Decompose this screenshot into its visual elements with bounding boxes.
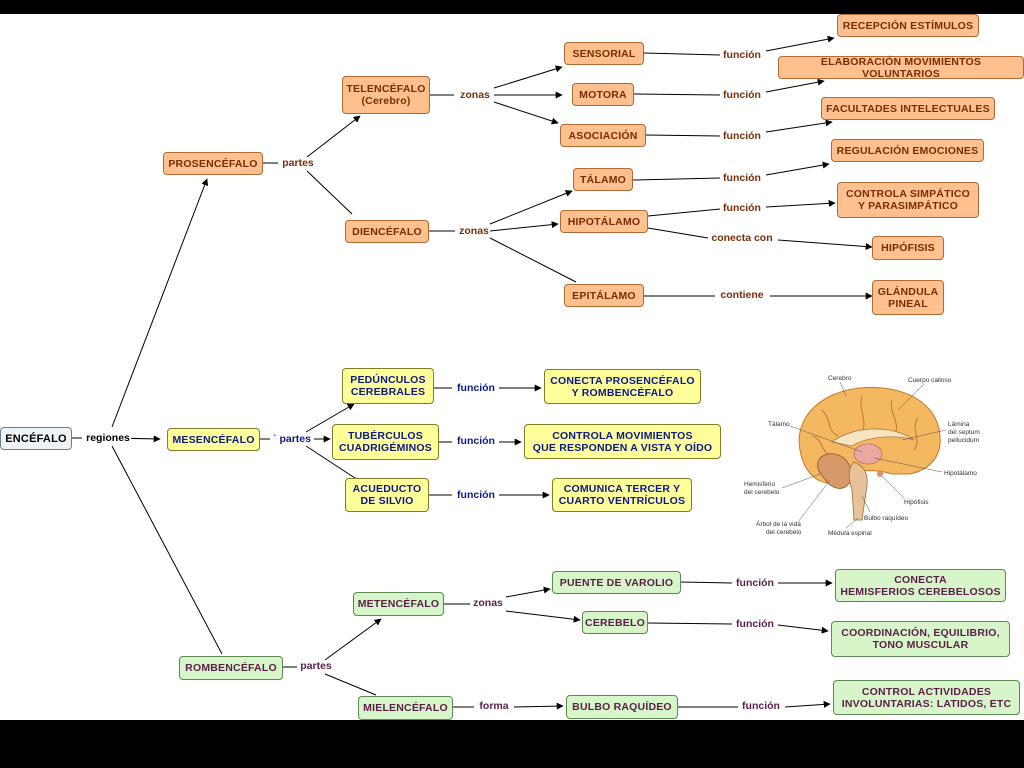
brain-illustration: Cerebro Cuerpo calloso Tálamo Lámina del…: [744, 375, 980, 537]
node-diencefalo[interactable]: DIENCÉFALO: [345, 220, 429, 243]
link-label-funcion: función: [722, 89, 762, 101]
brain-label-lamina: del septum: [948, 429, 980, 436]
brain-label-arbol: Árbol de la vida: [756, 519, 801, 528]
link-label-contiene: contiene: [719, 289, 765, 301]
link-label-funcion: función: [456, 489, 496, 501]
brain-label-arbol: del cerebelo: [766, 529, 802, 536]
brain-label-hemisferio: del cerebelo: [744, 489, 780, 496]
node-glandula[interactable]: GLÁNDULA PINEAL: [872, 280, 944, 315]
brain-label-hipofisis: Hipófisis: [904, 499, 929, 506]
link-label-funcion: función: [735, 577, 775, 589]
cerebellum-shape: [817, 453, 852, 489]
brain-label-hipotalamo: Hipotálamo: [944, 470, 977, 477]
link-label-partes: ` partes: [272, 433, 312, 445]
link-label-funcion: función: [722, 49, 762, 61]
brain-label-hemisferio: Hemisferio: [744, 481, 775, 488]
node-cerebelo[interactable]: CEREBELO: [582, 611, 648, 634]
node-asociacion[interactable]: ASOCIACIÓN: [560, 124, 646, 147]
link-label-zonas: zonas: [458, 225, 490, 237]
node-coordinacion[interactable]: COORDINACIÓN, EQUILIBRIO, TONO MUSCULAR: [831, 621, 1010, 657]
brain-label-cerebro: Cerebro: [828, 375, 852, 382]
brain-label-bulbo: Bulbo raquídeo: [864, 515, 908, 522]
node-rombencefalo[interactable]: ROMBENCÉFALO: [179, 656, 283, 680]
link-label-funcion: función: [456, 435, 496, 447]
link-label-regiones: regiones: [85, 432, 131, 444]
node-puente[interactable]: PUENTE DE VAROLIO: [552, 571, 681, 594]
node-epitalamo[interactable]: EPITÁLAMO: [564, 284, 644, 307]
link-label-conecta-con: conecta con: [710, 232, 774, 244]
node-conecta-hemisferios[interactable]: CONECTA HEMISFERIOS CEREBELOSOS: [835, 569, 1006, 602]
node-control-actividades[interactable]: CONTROL ACTIVIDADES INVOLUNTARIAS: LATID…: [833, 680, 1020, 715]
link-label-funcion: función: [722, 130, 762, 142]
link-label-zonas: zonas: [472, 597, 504, 609]
node-acueducto[interactable]: ACUEDUCTO DE SILVIO: [345, 478, 429, 512]
node-hipofisis[interactable]: HIPÓFISIS: [872, 236, 944, 260]
corpus-callosum-shape: [831, 428, 915, 447]
node-metencefalo[interactable]: METENCÉFALO: [353, 592, 444, 616]
brainstem-shape: [848, 461, 868, 521]
link-label-funcion: función: [722, 172, 762, 184]
node-conecta-prosencefalo[interactable]: CONECTA PROSENCÉFALO Y ROMBENCÉFALO: [544, 369, 701, 404]
connector-lines: [72, 35, 873, 710]
node-recepcion[interactable]: RECEPCIÓN ESTÍMULOS: [837, 14, 979, 37]
node-controla-movimientos[interactable]: CONTROLA MOVIMIENTOS QUE RESPONDEN A VIS…: [524, 424, 721, 459]
node-mesencefalo[interactable]: MESENCÉFALO: [167, 428, 260, 451]
node-prosencefalo[interactable]: PROSENCÉFALO: [163, 152, 263, 175]
node-hipotalamo[interactable]: HIPOTÁLAMO: [560, 210, 648, 233]
gyri-lines: [811, 395, 919, 457]
brain-label-cuerpo-calloso: Cuerpo calloso: [908, 377, 952, 384]
node-elaboracion[interactable]: ELABORACIÓN MOVIMIENTOS VOLUNTARIOS: [778, 56, 1024, 80]
brain-label-lamina: pellucidum: [948, 437, 979, 444]
node-sensorial[interactable]: SENSORIAL: [564, 42, 644, 65]
link-label-forma: forma: [478, 700, 510, 712]
brain-label-lamina: Lámina: [948, 421, 970, 428]
pituitary-shape: [877, 471, 883, 477]
node-pedunculos[interactable]: PEDÚNCULOS CEREBRALES: [342, 368, 434, 404]
link-label-funcion: función: [456, 382, 496, 394]
brain-label-medula: Médula espinal: [828, 530, 872, 537]
link-label-zonas: zonas: [459, 89, 491, 101]
thalamus-shape: [853, 443, 883, 465]
node-mielencefalo[interactable]: MIELENCÉFALO: [358, 696, 453, 720]
node-bulbo[interactable]: BULBO RAQUÍDEO: [566, 695, 678, 719]
brain-label-talamo: Tálamo: [768, 421, 790, 428]
link-label-funcion: función: [741, 700, 781, 712]
node-comunica[interactable]: COMUNICA TERCER Y CUARTO VENTRÍCULOS: [552, 478, 692, 512]
concept-map: ENCÉFALO PROSENCÉFALO TELENCÉFALO (Cereb…: [0, 14, 1024, 720]
link-label-funcion: función: [735, 618, 775, 630]
node-talamo[interactable]: TÁLAMO: [573, 168, 633, 191]
node-facultades[interactable]: FACULTADES INTELECTUALES: [821, 97, 995, 120]
node-tuberculos[interactable]: TUBÉRCULOS CUADRIGÉMINOS: [332, 424, 439, 460]
node-controla-simpatico[interactable]: CONTROLA SIMPÁTICO Y PARASIMPÁTICO: [837, 182, 979, 218]
link-label-funcion: función: [722, 202, 762, 214]
node-telencefalo[interactable]: TELENCÉFALO (Cerebro): [342, 76, 430, 114]
node-encefalo[interactable]: ENCÉFALO: [0, 427, 72, 450]
node-regulacion[interactable]: REGULACIÓN EMOCIONES: [831, 139, 984, 162]
link-label-partes: partes: [281, 157, 315, 169]
node-motora[interactable]: MOTORA: [572, 83, 634, 106]
link-label-partes: partes: [299, 660, 333, 672]
